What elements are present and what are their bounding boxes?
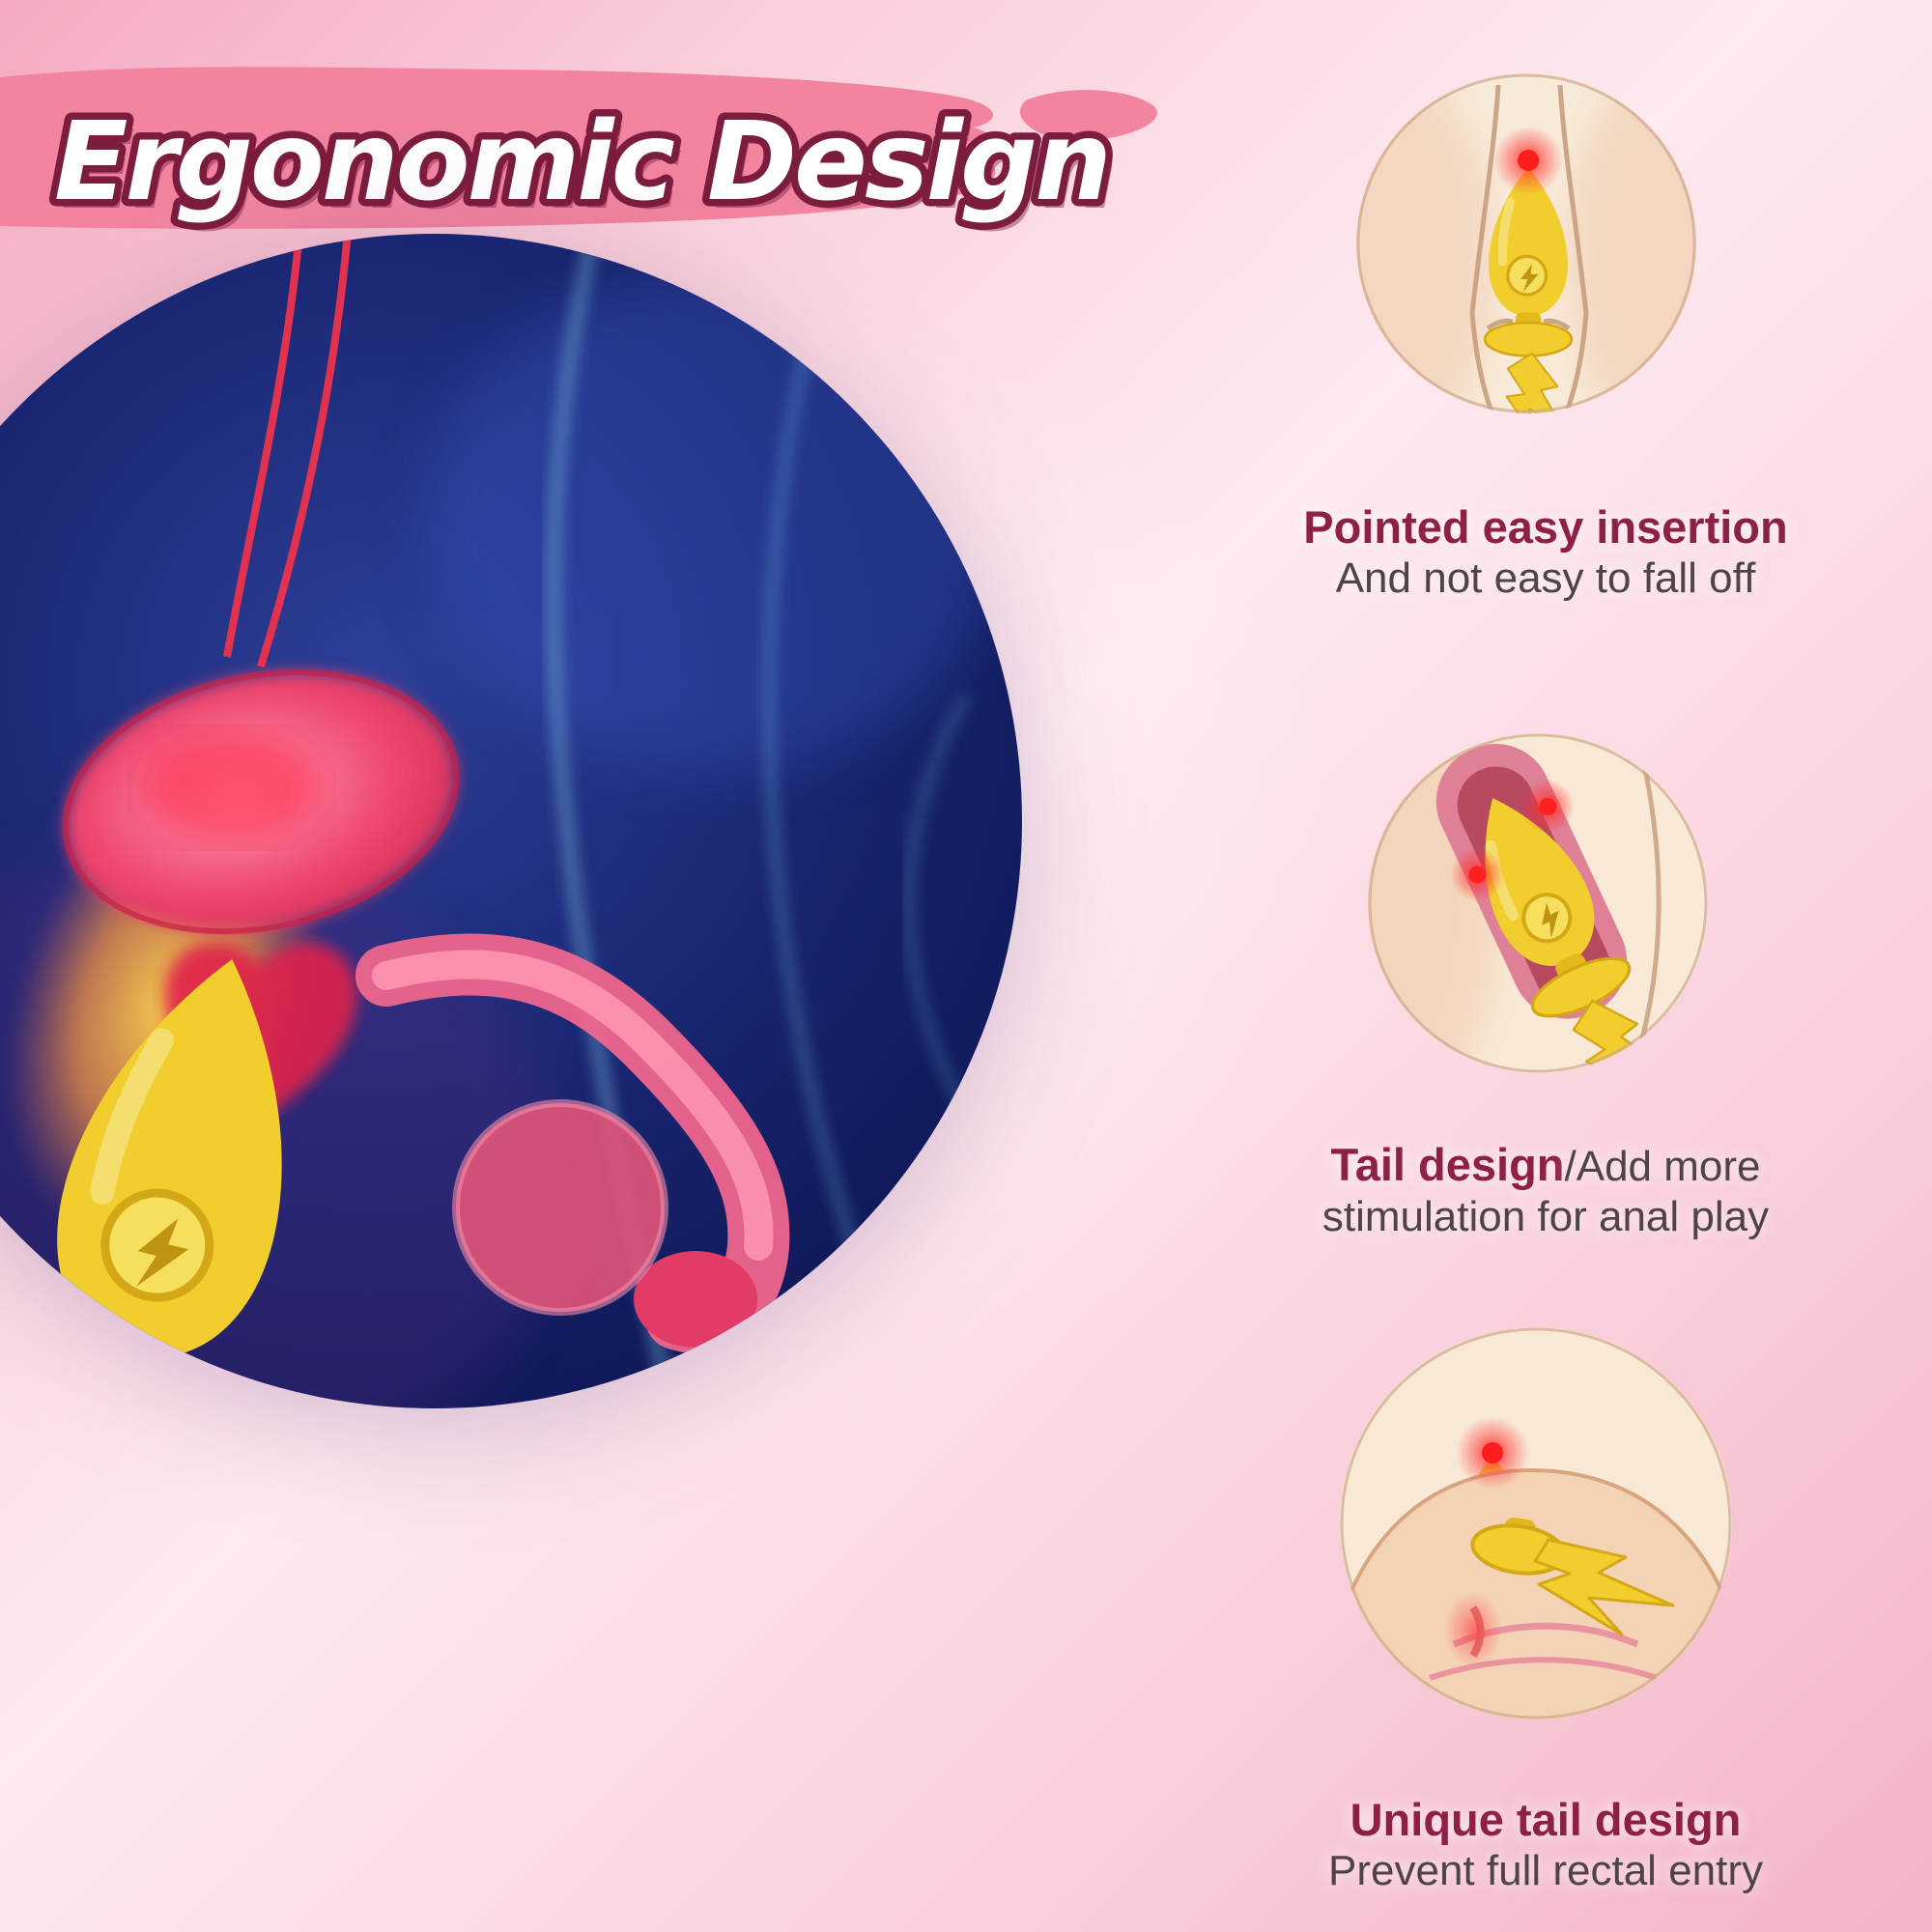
caption-2-title-line: Tail design/Add more (1159, 1138, 1932, 1192)
caption-3-subtitle: Prevent full rectal entry (1328, 1847, 1763, 1895)
inset-pointed-insertion (1354, 71, 1698, 415)
page-title: Ergonomic Design (54, 99, 1109, 225)
body-outline-line (1634, 750, 1662, 1061)
caption-unique-tail: Unique tail design Prevent full rectal e… (1159, 1793, 1932, 1896)
anatomy-illustration (0, 232, 1024, 1410)
retrieval-cords (223, 234, 352, 668)
caption-2-title: Tail design (1330, 1139, 1565, 1190)
brush-stroke: Ergonomic Design Ergonomic Design (0, 67, 1157, 234)
testicle-shape (452, 1099, 668, 1316)
caption-1-title: Pointed easy insertion (1303, 501, 1788, 553)
brush-stroke-dab (1019, 90, 1157, 142)
page-title-shadow: Ergonomic Design (61, 108, 1116, 234)
inset-tail-design (1366, 731, 1710, 1075)
caption-pointed-insertion: Pointed easy insertion And not easy to f… (1159, 500, 1932, 604)
lightning-tail-icon (1533, 1538, 1675, 1636)
bladder-shape (62, 668, 460, 935)
red-glow-icon (1456, 1416, 1529, 1490)
red-glow-icon (1493, 126, 1563, 195)
inset-1-illustration (1356, 73, 1696, 413)
caption-tail-design: Tail design/Add more stimulation for ana… (1159, 1138, 1932, 1242)
stimulation-glow-dots (1450, 779, 1576, 902)
caption-2-subtitle: stimulation for anal play (1321, 1192, 1770, 1240)
blue-highlight (425, 270, 1005, 773)
caption-2-title-suffix: /Add more (1564, 1143, 1761, 1190)
anatomy-circle (0, 234, 1022, 1408)
entry-glow (1444, 1591, 1502, 1668)
plug-base-and-tail (1470, 1518, 1675, 1636)
penis-shape (355, 933, 790, 1353)
inset-unique-tail (1338, 1325, 1734, 1721)
rectal-canal-cross-section (1435, 744, 1698, 1075)
caption-1-subtitle: And not easy to fall off (1335, 554, 1756, 603)
inset-2-illustration (1368, 733, 1708, 1075)
title-banner: Ergonomic Design Ergonomic Design (0, 27, 1198, 269)
caption-3-title: Unique tail design (1350, 1794, 1742, 1845)
brush-stroke-body (0, 67, 996, 229)
inset-3-illustration (1340, 1327, 1732, 1719)
